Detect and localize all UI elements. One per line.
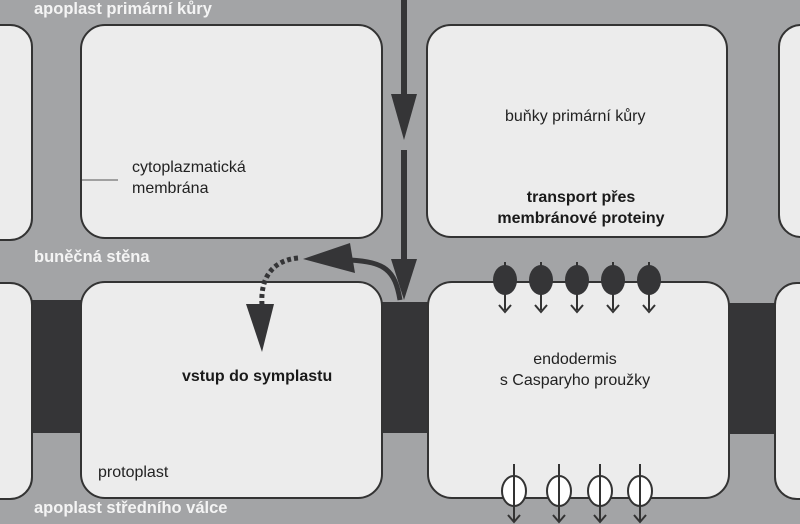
arrow-head-icon: [552, 514, 566, 524]
label-protoplast: protoplast: [98, 464, 169, 481]
arrow-down-icon: [391, 94, 417, 140]
label-line: endodermis: [533, 351, 617, 368]
label-apoplast-stele: apoplast středního válce: [34, 499, 228, 517]
label-membrane-transport: transport přes membránové proteiny: [486, 187, 676, 229]
label-cytoplasmic-membrane: cytoplazmatická membrána: [132, 157, 246, 199]
label-line: membrána: [132, 180, 209, 197]
cortex-cell: [778, 24, 800, 238]
redirect-arrow-line: [349, 257, 403, 301]
label-line: cytoplazmatická: [132, 159, 246, 176]
inbound-membrane-protein: [493, 262, 517, 314]
arrow-head-icon: [642, 304, 656, 314]
arrow-left-icon: [303, 243, 355, 273]
protein-filled-icon: [637, 265, 661, 295]
arrow-head-icon: [606, 304, 620, 314]
casparian-strip: [729, 303, 775, 434]
protein-filled-icon: [529, 265, 553, 295]
arrow-head-icon: [507, 514, 521, 524]
outbound-membrane-protein: [546, 464, 572, 524]
endodermis-cell: [80, 281, 383, 499]
inbound-membrane-protein: [565, 262, 589, 314]
endodermis-cell: [0, 282, 33, 500]
protein-filled-icon: [601, 265, 625, 295]
protein-filled-icon: [565, 265, 589, 295]
arrow-head-icon: [633, 514, 647, 524]
label-line: membránové proteiny: [497, 210, 665, 227]
arrow-head-icon: [593, 514, 607, 524]
arrow-down-icon: [246, 304, 274, 352]
inbound-membrane-protein: [529, 262, 553, 314]
label-cell-wall: buněčná stěna: [34, 248, 150, 266]
cortex-cell: [0, 24, 33, 241]
endodermis-cell: [774, 282, 800, 500]
arrow-head-icon: [534, 304, 548, 314]
inbound-membrane-protein: [637, 262, 661, 314]
inbound-membrane-protein: [601, 262, 625, 314]
symplast-entry-dotted-line: [259, 255, 299, 306]
outbound-membrane-protein: [627, 464, 653, 524]
outbound-membrane-protein: [587, 464, 613, 524]
label-line: transport přes: [526, 189, 636, 206]
casparian-strip: [32, 300, 82, 433]
arrow-head-icon: [570, 304, 584, 314]
label-cortex-cells: buňky primární kůry: [505, 108, 646, 125]
outbound-membrane-protein: [501, 464, 527, 524]
cortex-cell: [80, 24, 383, 239]
label-endodermis: endodermis s Casparyho proužky: [480, 349, 670, 391]
label-line: s Casparyho proužky: [499, 372, 651, 389]
arrow-down-icon: [391, 259, 417, 300]
cortex-cell: [426, 24, 728, 238]
label-symplast-entry: vstup do symplastu: [182, 368, 333, 385]
arrow-head-icon: [498, 304, 512, 314]
protein-filled-icon: [493, 265, 517, 295]
label-apoplast-cortex: apoplast primární kůry: [34, 0, 212, 18]
inbound-protein-group: [493, 262, 661, 314]
outbound-protein-group: [501, 464, 653, 524]
casparian-strip: [382, 302, 428, 433]
